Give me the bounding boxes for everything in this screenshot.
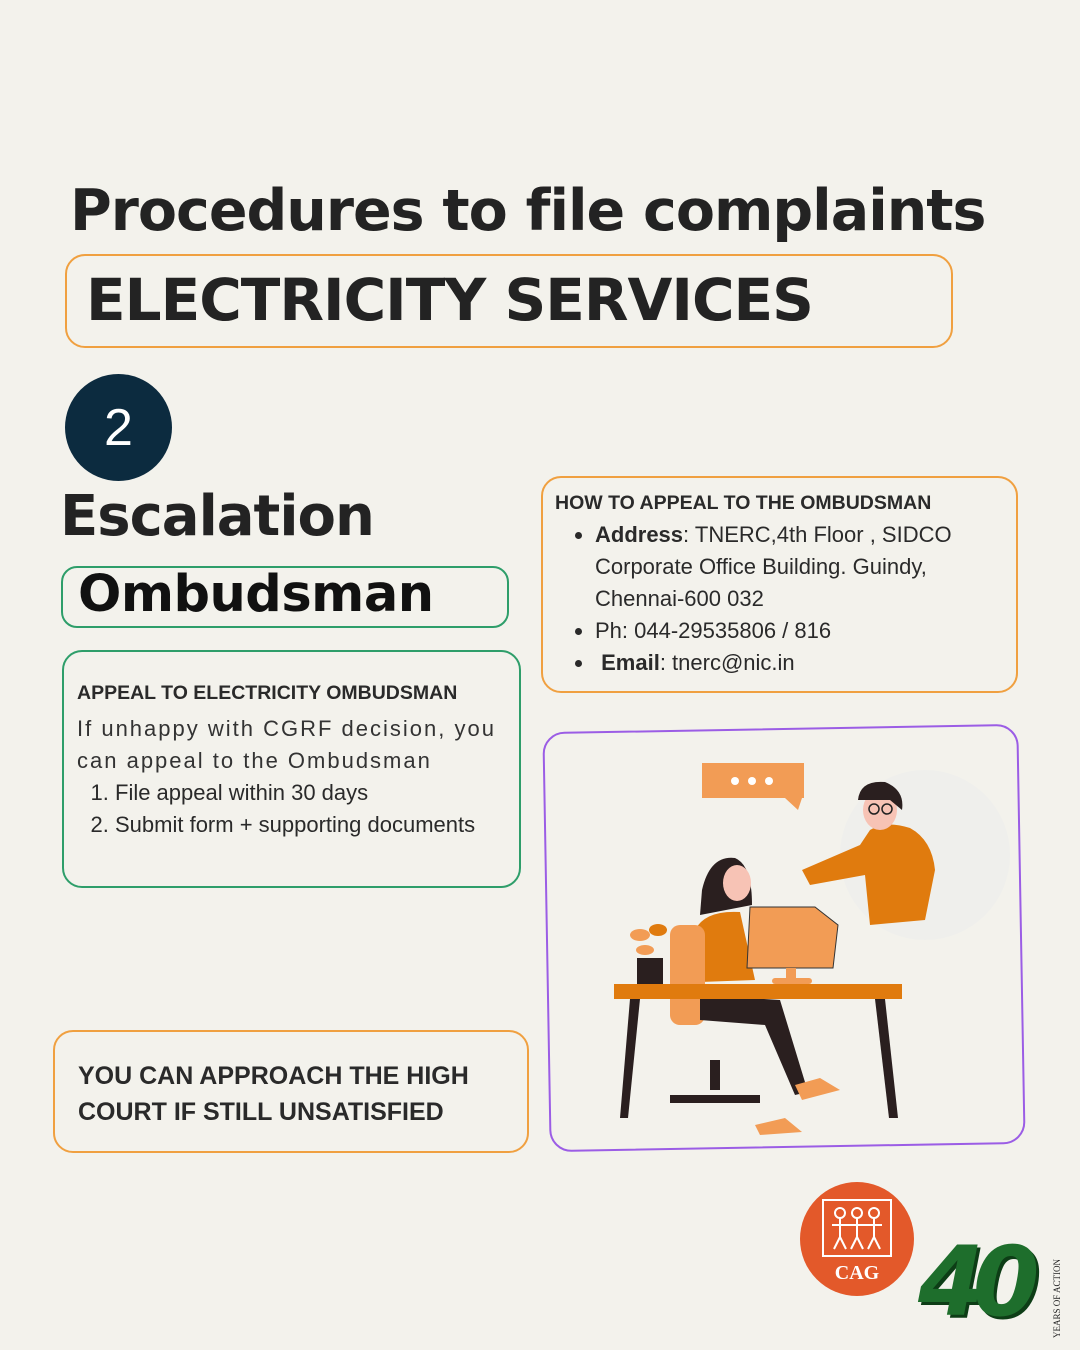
stage-heading: Escalation: [60, 484, 375, 549]
speech-bubble-icon: [702, 763, 804, 810]
email-label: Email: [601, 650, 660, 675]
email-item: Email: tnerc@nic.in: [595, 647, 1016, 679]
appeal-card: APPEAL TO ELECTRICITY OMBUDSMAN If unhap…: [62, 650, 521, 888]
appeal-steps: File appeal within 30 days Submit form +…: [77, 777, 519, 841]
list-item: Submit form + supporting documents: [115, 809, 519, 841]
desk: [614, 984, 902, 1118]
monitor: [746, 906, 839, 984]
list-item: File appeal within 30 days: [115, 777, 519, 809]
high-court-card: YOU CAN APPROACH THE HIGH COURT IF STILL…: [53, 1030, 529, 1153]
how-heading: HOW TO APPEAL TO THE OMBUDSMAN: [555, 492, 932, 514]
stick-figures-icon: [832, 1207, 882, 1250]
appeal-heading: APPEAL TO ELECTRICITY OMBUDSMAN: [77, 682, 458, 704]
appeal-description: If unhappy with CGRF decision, you can a…: [77, 716, 496, 773]
woman-at-desk: [670, 857, 840, 1135]
logo-org: CAG: [834, 1262, 880, 1284]
authority-box: [61, 566, 509, 628]
authority-label: Ombudsman: [78, 565, 434, 624]
anniversary-number: 40: [918, 1226, 1040, 1338]
high-court-text: YOU CAN APPROACH THE HIGH COURT IF STILL…: [78, 1062, 469, 1126]
address-label: Address: [595, 522, 684, 547]
cag-logo: CAG: [800, 1182, 914, 1296]
address-value: : TNERC,4th Floor , SIDCO Corporate Offi…: [595, 522, 952, 611]
plant: [630, 924, 667, 986]
anniversary-tagline: YEARS OF ACTION: [1052, 1258, 1062, 1338]
page-title: Procedures to file complaints: [70, 178, 986, 244]
how-to-appeal-card: HOW TO APPEAL TO THE OMBUDSMAN Address: …: [541, 476, 1018, 693]
customer-support-illustration: [614, 763, 1010, 1135]
service-box: [65, 254, 953, 348]
man-on-phone: [802, 781, 935, 925]
service-title: ELECTRICITY SERVICES: [86, 266, 814, 334]
email-value[interactable]: : tnerc@nic.in: [659, 650, 795, 675]
address-item: Address: TNERC,4th Floor , SIDCO Corpora…: [595, 519, 1016, 615]
contact-list: Address: TNERC,4th Floor , SIDCO Corpora…: [555, 519, 1016, 679]
step-number-badge: 2: [65, 374, 172, 481]
phone-item: Ph: 044-29535806 / 816: [595, 615, 1016, 647]
people-icon: [822, 1199, 892, 1257]
